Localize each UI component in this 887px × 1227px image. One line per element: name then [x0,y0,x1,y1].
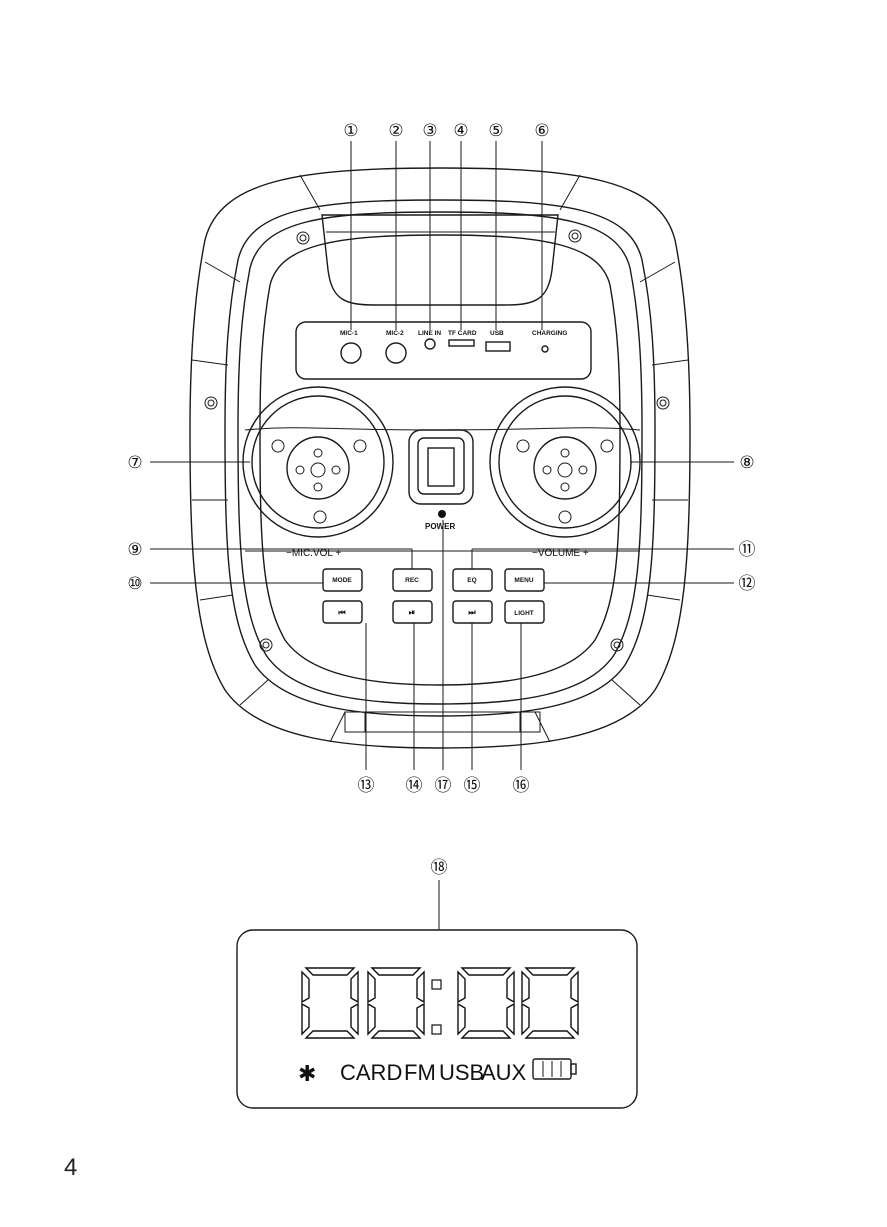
menu-button-label: MENU [514,577,533,584]
battery-icon [533,1059,576,1079]
segment-1-c [417,1004,424,1034]
callout-4: ④ [453,121,468,140]
power-button[interactable] [409,430,473,504]
display-aux: AUX [481,1060,527,1085]
callout-9: ⑨ [127,540,142,559]
segment-2-a [462,968,510,975]
segment-1-d [372,1031,420,1038]
callout-12: ⑫ [739,574,756,593]
rec-button-label: REC [405,577,419,584]
volume-label: −VOLUME + [532,548,589,559]
port-label-charging: CHARGING [532,330,567,337]
segment-3-a [526,968,574,975]
segment-0-e [302,1004,309,1034]
segment-0-a [306,968,354,975]
line-in-jack[interactable] [425,339,435,349]
lcd-display: ✱ CARD FM USB AUX [237,930,637,1108]
segment-0-d [306,1031,354,1038]
port-label-line-in: LINE IN [418,330,441,337]
callout-10: ⑩ [127,574,142,593]
display-usb: USB [439,1060,484,1085]
light-button-label: LIGHT [514,610,534,617]
segment-2-c [507,1004,514,1034]
callout-18: ⑱ [431,858,448,877]
callout-7: ⑦ [127,453,142,472]
segment-3-c [571,1004,578,1034]
callout-16: ⑯ [513,776,530,795]
callout-3: ③ [422,121,437,140]
usb-port[interactable] [486,342,510,351]
display-fm: FM [404,1060,436,1085]
display-card: CARD [340,1060,402,1085]
speaker-body [190,168,690,748]
callout-14: ⑭ [406,776,423,795]
eq-button-label: EQ [467,577,476,584]
segment-0-f [302,972,309,1002]
callout-11: ⑪ [739,540,756,559]
left-speaker-ring [243,387,393,537]
mic-vol-label: −MIC.VOL + [286,548,341,559]
power-led [438,510,446,518]
segment-3-f [522,972,529,1002]
page-number: 4 [64,1154,77,1182]
charging-indicator [542,346,548,352]
right-speaker-ring [490,387,640,537]
tf-card-slot[interactable] [449,340,474,346]
callout-13: ⑬ [358,776,375,795]
callout-1: ① [343,121,358,140]
callout-2: ② [388,121,403,140]
callout-5: ⑤ [488,121,503,140]
segment-2-b [507,972,514,1002]
control-buttons: MODE REC EQ MENU ⏮ ⏯ ⏭ LIGHT [323,569,544,623]
segment-2-e [458,1004,465,1034]
segment-3-e [522,1004,529,1034]
prev-icon: ⏮ [338,608,345,617]
play-pause-icon: ⏯ [409,608,415,617]
colon-dot-0 [432,980,441,989]
callout-17: ⑰ [435,776,452,795]
next-icon: ⏭ [468,608,476,617]
segment-1-a [372,968,420,975]
segment-0-c [351,1004,358,1034]
mic2-jack[interactable] [386,343,406,363]
port-label-mic2: MIC-2 [386,330,404,337]
segment-1-f [368,972,375,1002]
callout-15: ⑮ [464,776,481,795]
callout-8: ⑧ [739,453,754,472]
segment-0-b [351,972,358,1002]
mic1-jack[interactable] [341,343,361,363]
segment-2-d [462,1031,510,1038]
segment-1-b [417,972,424,1002]
port-label-tf-card: TF CARD [448,330,477,337]
segment-3-d [526,1031,574,1038]
bluetooth-icon: ✱ [298,1061,316,1086]
mode-button-label: MODE [332,577,352,584]
callout-6: ⑥ [534,121,549,140]
seven-segment-digits [302,968,578,1038]
segment-3-b [571,972,578,1002]
port-panel: MIC-1 MIC-2 LINE IN TF CARD USB CHARGING [296,322,591,379]
port-label-mic1: MIC-1 [340,330,358,337]
segment-1-e [368,1004,375,1034]
port-label-usb: USB [490,330,504,337]
power-label: POWER [425,522,455,531]
colon-dot-1 [432,1025,441,1034]
segment-2-f [458,972,465,1002]
